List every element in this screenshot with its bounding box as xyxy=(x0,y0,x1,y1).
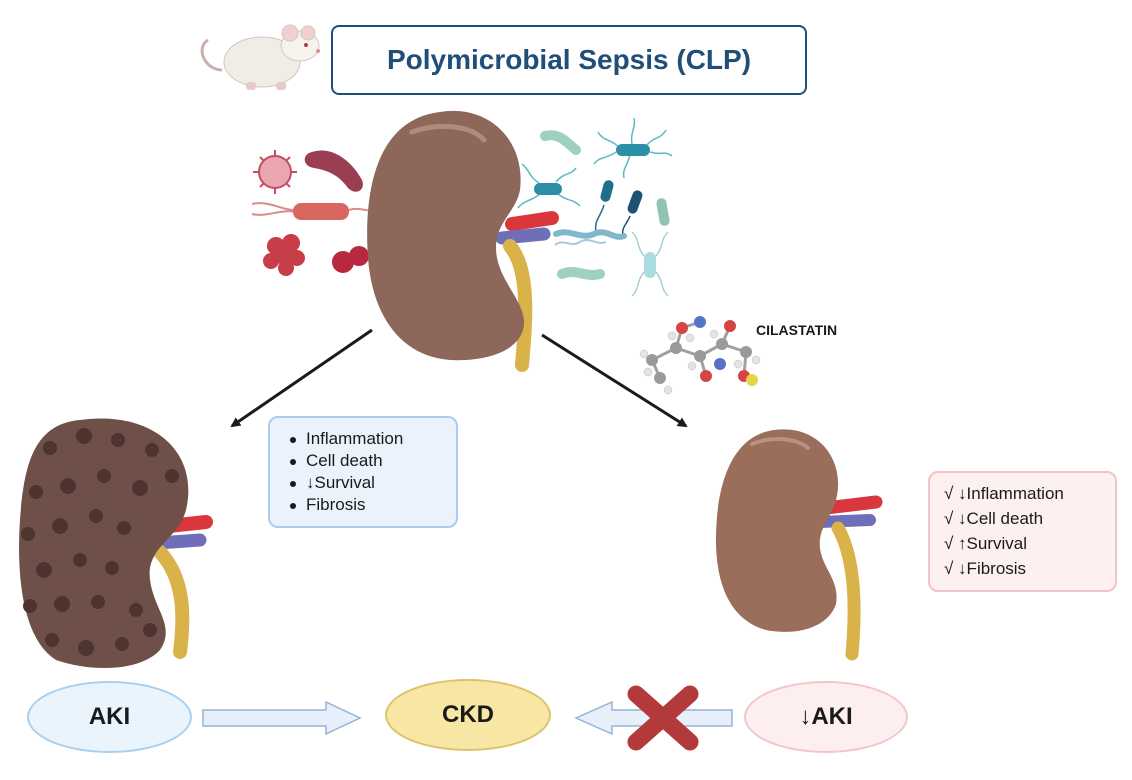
untreated-effects-list: Inflammation Cell death ↓Survival Fibros… xyxy=(284,428,448,516)
block-x-icon xyxy=(627,685,699,751)
page-title: Polymicrobial Sepsis (CLP) xyxy=(331,25,807,95)
aki-node: AKI xyxy=(27,681,192,753)
arrow-to-treated xyxy=(541,333,688,428)
healthy-kidney-icon xyxy=(716,429,883,661)
flagellated-bacterium-icon xyxy=(593,117,673,179)
drug-label: CILASTATIN xyxy=(756,322,838,338)
mouse-icon xyxy=(200,24,320,90)
treated-effect-item: √ ↓Cell death xyxy=(944,509,1044,528)
coccus-cluster-icon xyxy=(263,234,305,276)
treated-effects-list: √ ↓Inflammation √ ↓Cell death √ ↑Surviva… xyxy=(942,483,1107,580)
molecule-icon xyxy=(639,316,761,395)
virus-icon xyxy=(253,150,297,194)
treated-effects-box: √ ↓Inflammation √ ↓Cell death √ ↑Surviva… xyxy=(928,471,1117,592)
treated-effect-item: √ ↑Survival xyxy=(944,534,1028,553)
ckd-node: CKD xyxy=(385,679,551,751)
untreated-effect-item: Inflammation xyxy=(284,428,448,450)
treated-effect-item: √ ↓Inflammation xyxy=(944,484,1064,503)
untreated-effect-item: ↓Survival xyxy=(284,472,448,494)
arrow-to-aki xyxy=(230,328,373,428)
damaged-kidney-icon xyxy=(19,418,213,669)
bacteria-right-icon xyxy=(517,117,673,297)
arrow-aki-to-ckd xyxy=(202,700,362,736)
untreated-effects-box: Inflammation Cell death ↓Survival Fibros… xyxy=(268,416,458,528)
bacteria-left-icon xyxy=(251,150,381,276)
treated-effect-item: √ ↓Fibrosis xyxy=(944,559,1027,578)
untreated-effect-item: Fibrosis xyxy=(284,494,448,516)
untreated-effect-item: Cell death xyxy=(284,450,448,472)
rod-bacterium-icon xyxy=(631,231,669,297)
reduced-aki-node: ↓AKI xyxy=(744,681,908,753)
kidney-icon xyxy=(367,110,559,372)
